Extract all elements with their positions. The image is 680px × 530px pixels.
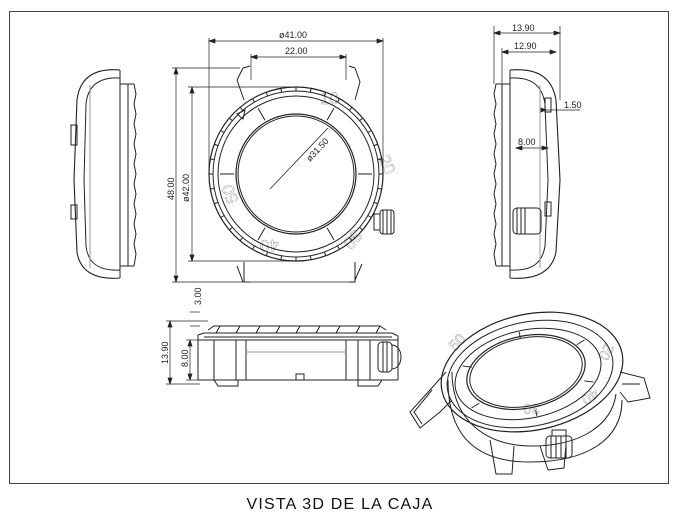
bezel-notch: [348, 107, 353, 111]
dim-front-8: 8.00: [180, 349, 190, 367]
bezel-notch: [265, 92, 269, 97]
dim-diameter-41: ø41.00: [279, 30, 307, 40]
isometric-view: [409, 311, 651, 475]
dim-length-48: 48.00: [166, 177, 176, 200]
iso-bezel-number-50: 50: [446, 331, 470, 355]
front-view: 10 20 30 40 50: [208, 65, 399, 283]
iso-bezel-tick: [471, 402, 480, 409]
bezel-notch: [239, 107, 244, 111]
bezel-notch: [210, 158, 215, 161]
iso-bezel-tick: [462, 365, 472, 368]
drawing-frame: [9, 11, 669, 484]
bezel-notch: [348, 237, 353, 241]
dim-length-22: 22.00: [285, 46, 308, 56]
bezel-notch: [359, 226, 363, 231]
bezel-number-10: 10: [320, 89, 339, 108]
bezel-notch: [229, 226, 233, 231]
bezel-notch: [373, 201, 378, 205]
bezel-notch: [214, 201, 219, 205]
bezel-notch: [220, 130, 225, 133]
bezel-notch: [367, 130, 372, 133]
bezel-number-20: 20: [374, 152, 399, 177]
dim-diameter-42: ø42.00: [181, 174, 191, 202]
bezel-notch: [373, 143, 378, 147]
dim-front-3: 3.00: [193, 287, 203, 305]
bezel-notch: [367, 215, 372, 218]
dim-side-12-9: 12.90: [514, 41, 537, 51]
iso-bezel-tick: [518, 331, 521, 338]
bezel-notch: [220, 215, 225, 218]
bezel-notch: [280, 88, 283, 93]
dim-side-1-5: 1.50: [564, 100, 582, 110]
bezel-tick: [257, 107, 266, 121]
bottom-dimensions: [166, 311, 208, 386]
front-dimensions: [172, 38, 385, 284]
bezel-tick: [257, 227, 266, 241]
bezel-notch: [323, 251, 327, 256]
bottom-side-elevation: [197, 325, 402, 387]
right-side-view: [493, 69, 561, 279]
bezel-notch: [309, 88, 312, 93]
bezel-notch: [337, 98, 340, 103]
iso-bezel-tick: [576, 339, 585, 346]
bezel-notch: [210, 187, 215, 190]
dim-side-8: 8.00: [518, 137, 536, 147]
bezel-notch: [323, 92, 327, 97]
iso-bezel-ticks: [462, 331, 594, 417]
dim-diameter-31-5: ø31.50: [304, 136, 330, 163]
right-side-dimensions: [492, 26, 580, 151]
bezel-tick: [326, 227, 335, 241]
bezel-triangle-marker: [236, 109, 246, 120]
bezel-notch: [239, 237, 244, 241]
bezel-notch: [359, 117, 363, 122]
bezel-number-40: 40: [260, 236, 279, 255]
bezel-notch: [377, 187, 382, 190]
bezel-ticks: [209, 87, 383, 261]
bezel-notch: [265, 251, 269, 256]
iso-bezel-number-20: 20: [595, 340, 618, 363]
bezel-notch: [377, 158, 382, 161]
bezel-number-30: 30: [339, 226, 366, 253]
dim-front-13-9: 13.90: [160, 341, 170, 364]
bezel-notch: [309, 255, 312, 260]
drawing-caption: VISTA 3D DE LA CAJA: [246, 496, 434, 513]
bezel-notch: [252, 245, 255, 250]
left-side-view: [70, 69, 137, 279]
iso-bezel-number-30: 30: [523, 400, 540, 417]
bezel-notch: [252, 98, 255, 103]
iso-bezel-number-40: 40: [579, 385, 602, 408]
iso-bezel-tick: [535, 410, 538, 417]
iso-bezel-tick: [584, 380, 594, 383]
bezel-notch: [214, 143, 219, 147]
bezel-notch: [337, 245, 340, 250]
bezel-tick: [326, 107, 335, 121]
side-crown: [512, 207, 542, 235]
bezel-notch: [229, 117, 233, 122]
bezel-notch: [280, 255, 283, 260]
dim-side-13-9: 13.90: [512, 23, 535, 33]
